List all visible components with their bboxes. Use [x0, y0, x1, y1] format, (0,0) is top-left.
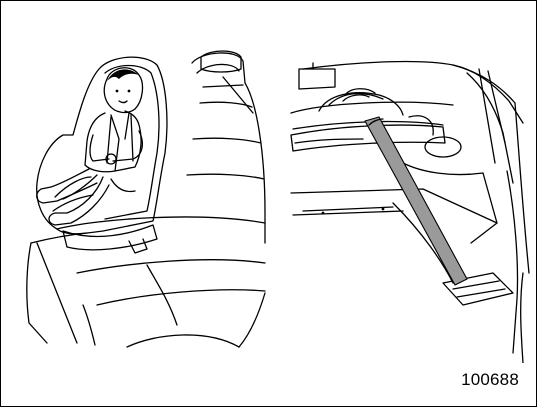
figure-id-label: 100688 — [461, 370, 519, 390]
tether-strap-anchor-illustration — [283, 43, 533, 363]
child-seat-on-rear-seat-illustration — [7, 43, 269, 348]
